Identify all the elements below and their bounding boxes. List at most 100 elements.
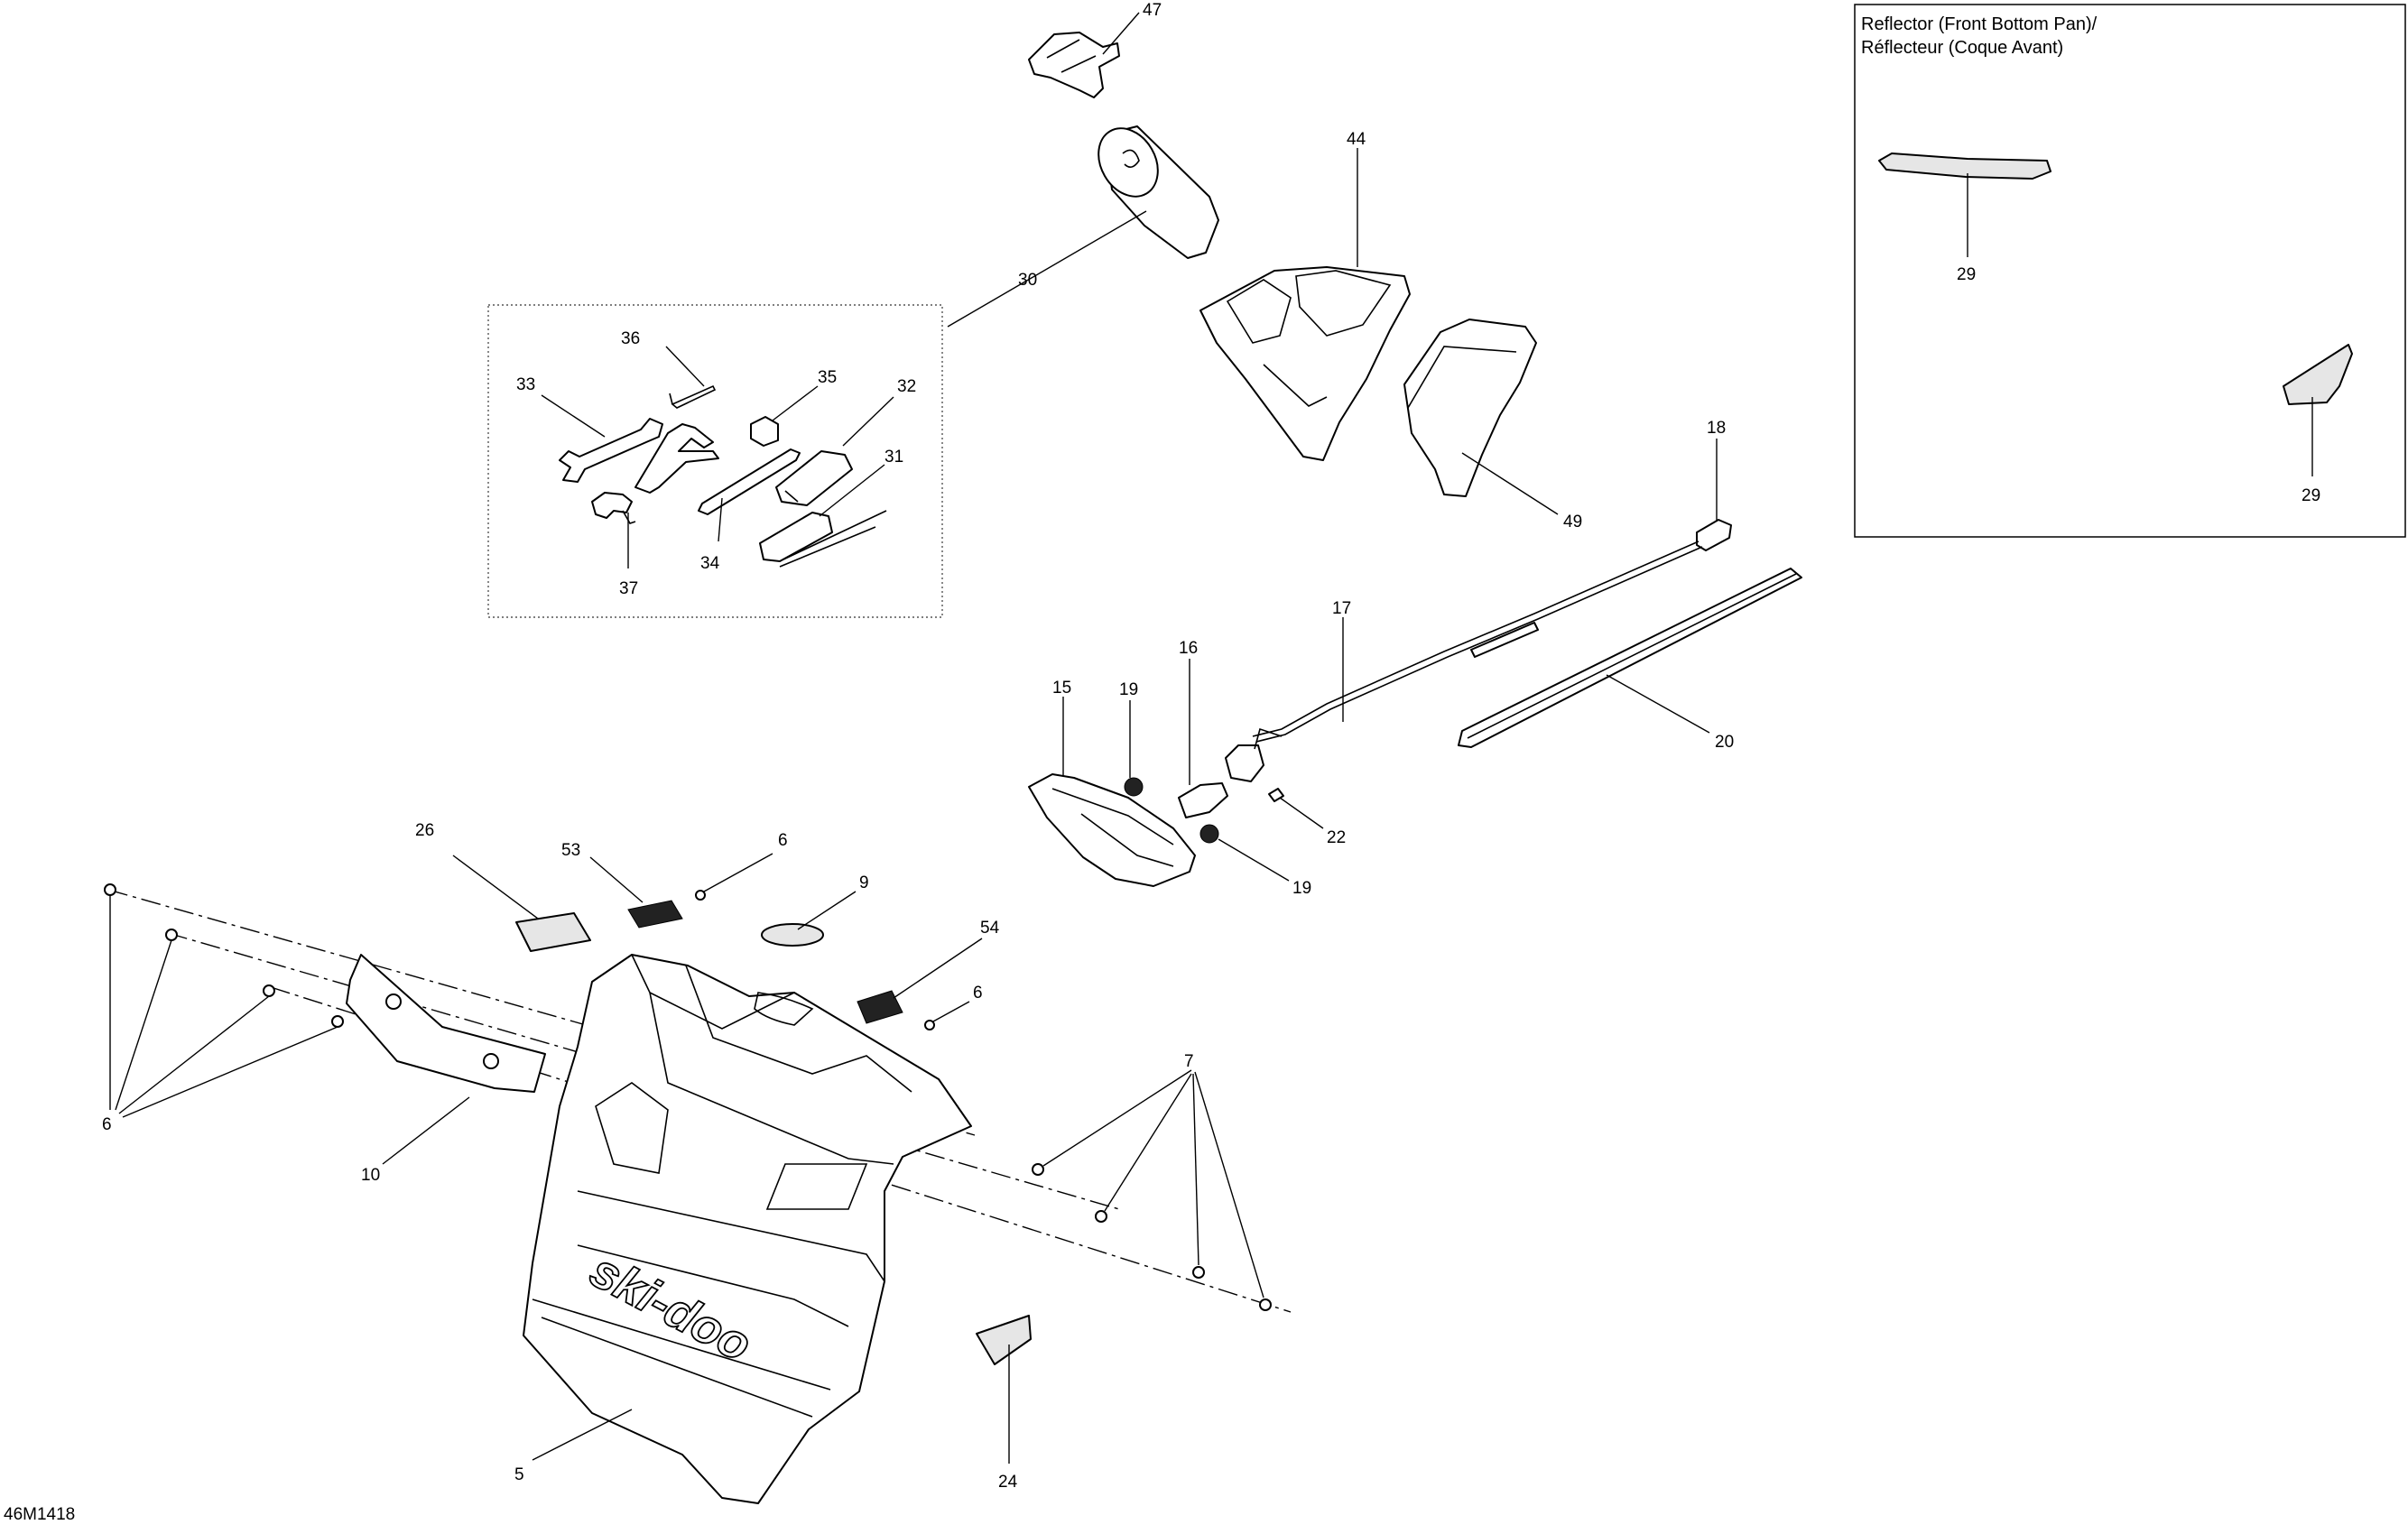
callout-19a: 19 bbox=[1119, 680, 1138, 699]
callout-16: 16 bbox=[1179, 639, 1198, 658]
fastener-6-left-4 bbox=[331, 1015, 344, 1028]
reflector-front-part bbox=[1878, 152, 2051, 180]
callout-22: 22 bbox=[1327, 828, 1346, 847]
callout-34: 34 bbox=[700, 554, 720, 573]
strip-20 bbox=[1458, 568, 1802, 748]
callout-53: 53 bbox=[561, 841, 580, 860]
decal-26 bbox=[515, 912, 591, 952]
leader-6-top bbox=[703, 853, 773, 892]
reflector-inset: Reflector (Front Bottom Pan)/ Réflecteur… bbox=[1854, 4, 2406, 538]
fastener-6-right bbox=[924, 1020, 935, 1030]
leader-5 bbox=[532, 1409, 633, 1461]
callout-17: 17 bbox=[1332, 599, 1351, 618]
callout-44: 44 bbox=[1347, 130, 1366, 149]
callout-6-left: 6 bbox=[102, 1115, 112, 1134]
callout-10: 10 bbox=[361, 1166, 380, 1185]
leader-53 bbox=[589, 856, 644, 903]
strap-holder-47 bbox=[1028, 32, 1120, 98]
callout-36: 36 bbox=[621, 329, 640, 348]
leader-22 bbox=[1279, 797, 1324, 829]
decal-53 bbox=[627, 900, 683, 929]
callout-7: 7 bbox=[1184, 1052, 1194, 1071]
callout-31: 31 bbox=[884, 448, 903, 467]
diagram-id: 46M1418 bbox=[4, 1505, 75, 1524]
clip-37 bbox=[591, 492, 633, 519]
nut-7c bbox=[1192, 1266, 1205, 1279]
hex-key bbox=[671, 384, 717, 409]
fastener-6-left-2 bbox=[165, 929, 178, 941]
leader-6-right bbox=[932, 1001, 970, 1022]
callout-54: 54 bbox=[980, 919, 1000, 938]
leader-49 bbox=[1461, 452, 1559, 515]
callout-37: 37 bbox=[619, 579, 638, 598]
socket-32 bbox=[775, 450, 853, 506]
fastener-6-left-1 bbox=[104, 883, 116, 896]
leader-9 bbox=[797, 891, 857, 930]
inset-title-line1: Reflector (Front Bottom Pan)/ bbox=[1861, 14, 2098, 34]
spanner-tool bbox=[634, 423, 719, 494]
callout-29a: 29 bbox=[1957, 265, 1976, 284]
cover-49 bbox=[1403, 319, 1537, 497]
callout-6-top: 6 bbox=[778, 831, 788, 850]
connector-18 bbox=[1696, 519, 1732, 551]
callout-49: 49 bbox=[1563, 513, 1582, 531]
front-pan-assembly: 6 10 ski-doo 5 26 53 6 9 bbox=[102, 821, 1292, 1504]
decal-54 bbox=[857, 990, 903, 1024]
leader-33 bbox=[541, 394, 606, 438]
grommet-19b bbox=[1199, 824, 1219, 844]
leader-19b bbox=[1218, 838, 1290, 882]
leader-36 bbox=[665, 346, 705, 387]
fastener-6-top bbox=[695, 890, 706, 901]
nut-7a bbox=[1032, 1163, 1044, 1176]
leader-32 bbox=[842, 396, 894, 447]
grommet-19a bbox=[1124, 777, 1144, 797]
screw-22 bbox=[1268, 788, 1284, 802]
housing-44 bbox=[1199, 266, 1411, 461]
inset-border bbox=[1854, 4, 2406, 538]
front-pan-5 bbox=[523, 954, 972, 1504]
wrench bbox=[559, 418, 663, 483]
lamp-15 bbox=[1028, 773, 1196, 887]
leader-35 bbox=[772, 385, 819, 421]
leader-47 bbox=[1102, 12, 1140, 55]
inset-title-line2: Réflecteur (Coque Avant) bbox=[1861, 38, 2063, 58]
nut-7b bbox=[1095, 1210, 1107, 1223]
leader-54 bbox=[893, 938, 983, 999]
nut-7d bbox=[1259, 1298, 1272, 1311]
callout-19b: 19 bbox=[1292, 879, 1311, 898]
screwdriver-31 bbox=[759, 512, 833, 562]
strap-34 bbox=[698, 448, 801, 515]
leader-30 bbox=[947, 210, 1147, 328]
decal-24 bbox=[976, 1315, 1032, 1365]
callout-26: 26 bbox=[415, 821, 434, 840]
harness-17 bbox=[1252, 541, 1699, 737]
leader-34 bbox=[718, 497, 723, 542]
badge-9 bbox=[761, 923, 824, 947]
callout-35: 35 bbox=[818, 368, 837, 387]
leader-31 bbox=[819, 464, 885, 517]
callout-15: 15 bbox=[1052, 679, 1071, 698]
upper-parts: 47 30 44 49 bbox=[947, 1, 1582, 531]
bracket-10 bbox=[346, 954, 546, 1093]
bulb-16 bbox=[1178, 782, 1228, 818]
leader-26 bbox=[452, 855, 539, 919]
callout-24: 24 bbox=[998, 1473, 1018, 1492]
callout-20: 20 bbox=[1715, 733, 1734, 752]
leader-10 bbox=[382, 1096, 470, 1165]
fastener-6-left-3 bbox=[263, 984, 275, 997]
leader-20 bbox=[1606, 674, 1710, 734]
bulb-socket bbox=[1225, 744, 1264, 782]
clip-35 bbox=[750, 416, 779, 447]
tool-kit-group: 36 33 35 32 31 34 37 bbox=[487, 304, 943, 618]
callout-47: 47 bbox=[1143, 1, 1162, 20]
callout-18: 18 bbox=[1707, 419, 1726, 438]
reflector-side-part bbox=[2283, 344, 2353, 405]
callout-32: 32 bbox=[897, 377, 916, 396]
callout-5: 5 bbox=[514, 1465, 524, 1484]
callout-6-right: 6 bbox=[973, 984, 983, 1003]
callout-29b: 29 bbox=[2301, 486, 2320, 505]
callout-9: 9 bbox=[859, 873, 869, 892]
light-group: 18 17 16 15 19 19 22 20 bbox=[1028, 419, 1802, 898]
callout-30: 30 bbox=[1018, 271, 1037, 290]
